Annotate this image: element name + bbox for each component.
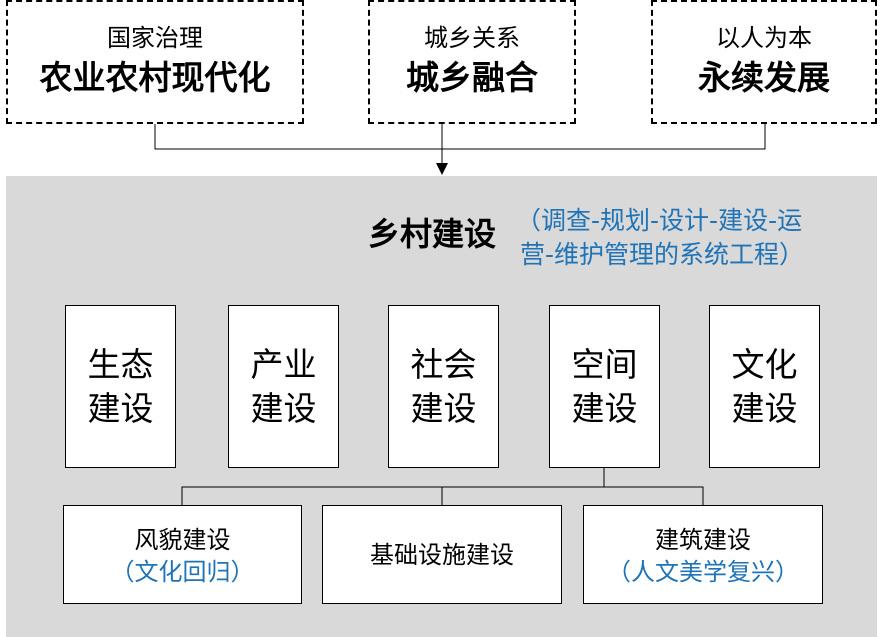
child-infrastructure: 基础设施建设	[322, 505, 562, 604]
child-landscape: 风貌建设 （文化回归）	[63, 505, 302, 604]
pillar-ecology: 生态建设	[65, 305, 176, 468]
top-box-main: 城乡融合	[406, 58, 538, 97]
panel-subtitle-line2: 营-维护管理的系统工程）	[520, 240, 805, 269]
pillar-space: 空间建设	[549, 305, 660, 468]
pillar-line2: 建设	[410, 388, 477, 428]
pillar-society: 社会建设	[388, 305, 499, 468]
pillar-line2: 建设	[571, 388, 638, 428]
pillar-line1: 产业	[250, 344, 317, 384]
child-note: （文化回归）	[110, 558, 255, 586]
panel-title: 乡村建设	[368, 214, 528, 254]
top-box-main: 永续发展	[698, 58, 830, 97]
child-label: 建筑建设	[655, 526, 751, 554]
pillar-line1: 社会	[410, 344, 477, 384]
pillar-line1: 文化	[731, 344, 798, 384]
top-box-main: 农业农村现代化	[39, 58, 271, 97]
top-box-urban-rural: 城乡关系 城乡融合	[368, 0, 576, 124]
pillar-line2: 建设	[87, 388, 154, 428]
child-note: （人文美学复兴）	[607, 558, 799, 586]
top-merge-connector	[154, 124, 766, 150]
pillar-line2: 建设	[250, 388, 317, 428]
panel-title-main: 乡村建设	[368, 215, 497, 253]
child-architecture: 建筑建设 （人文美学复兴）	[583, 505, 823, 604]
down-arrow-icon	[436, 163, 448, 175]
child-label: 风貌建设	[134, 526, 231, 554]
pillar-line1: 空间	[571, 344, 638, 384]
panel-subtitle-line1: （调查-规划-设计-建设-运	[516, 206, 803, 235]
top-box-national-governance: 国家治理 农业农村现代化	[6, 0, 304, 124]
child-label: 基础设施建设	[370, 541, 514, 569]
top-box-sub: 以人为本	[716, 24, 812, 52]
pillar-line1: 生态	[87, 344, 154, 384]
top-box-sub: 国家治理	[107, 24, 203, 52]
panel-subtitle: （调查-规划-设计-建设-运 营-维护管理的系统工程）	[516, 204, 878, 272]
pillar-line2: 建设	[731, 388, 798, 428]
pillar-culture: 文化建设	[709, 305, 820, 468]
top-box-sub: 城乡关系	[424, 24, 520, 52]
top-box-people-oriented: 以人为本 永续发展	[651, 0, 877, 124]
pillar-industry: 产业建设	[228, 305, 339, 468]
